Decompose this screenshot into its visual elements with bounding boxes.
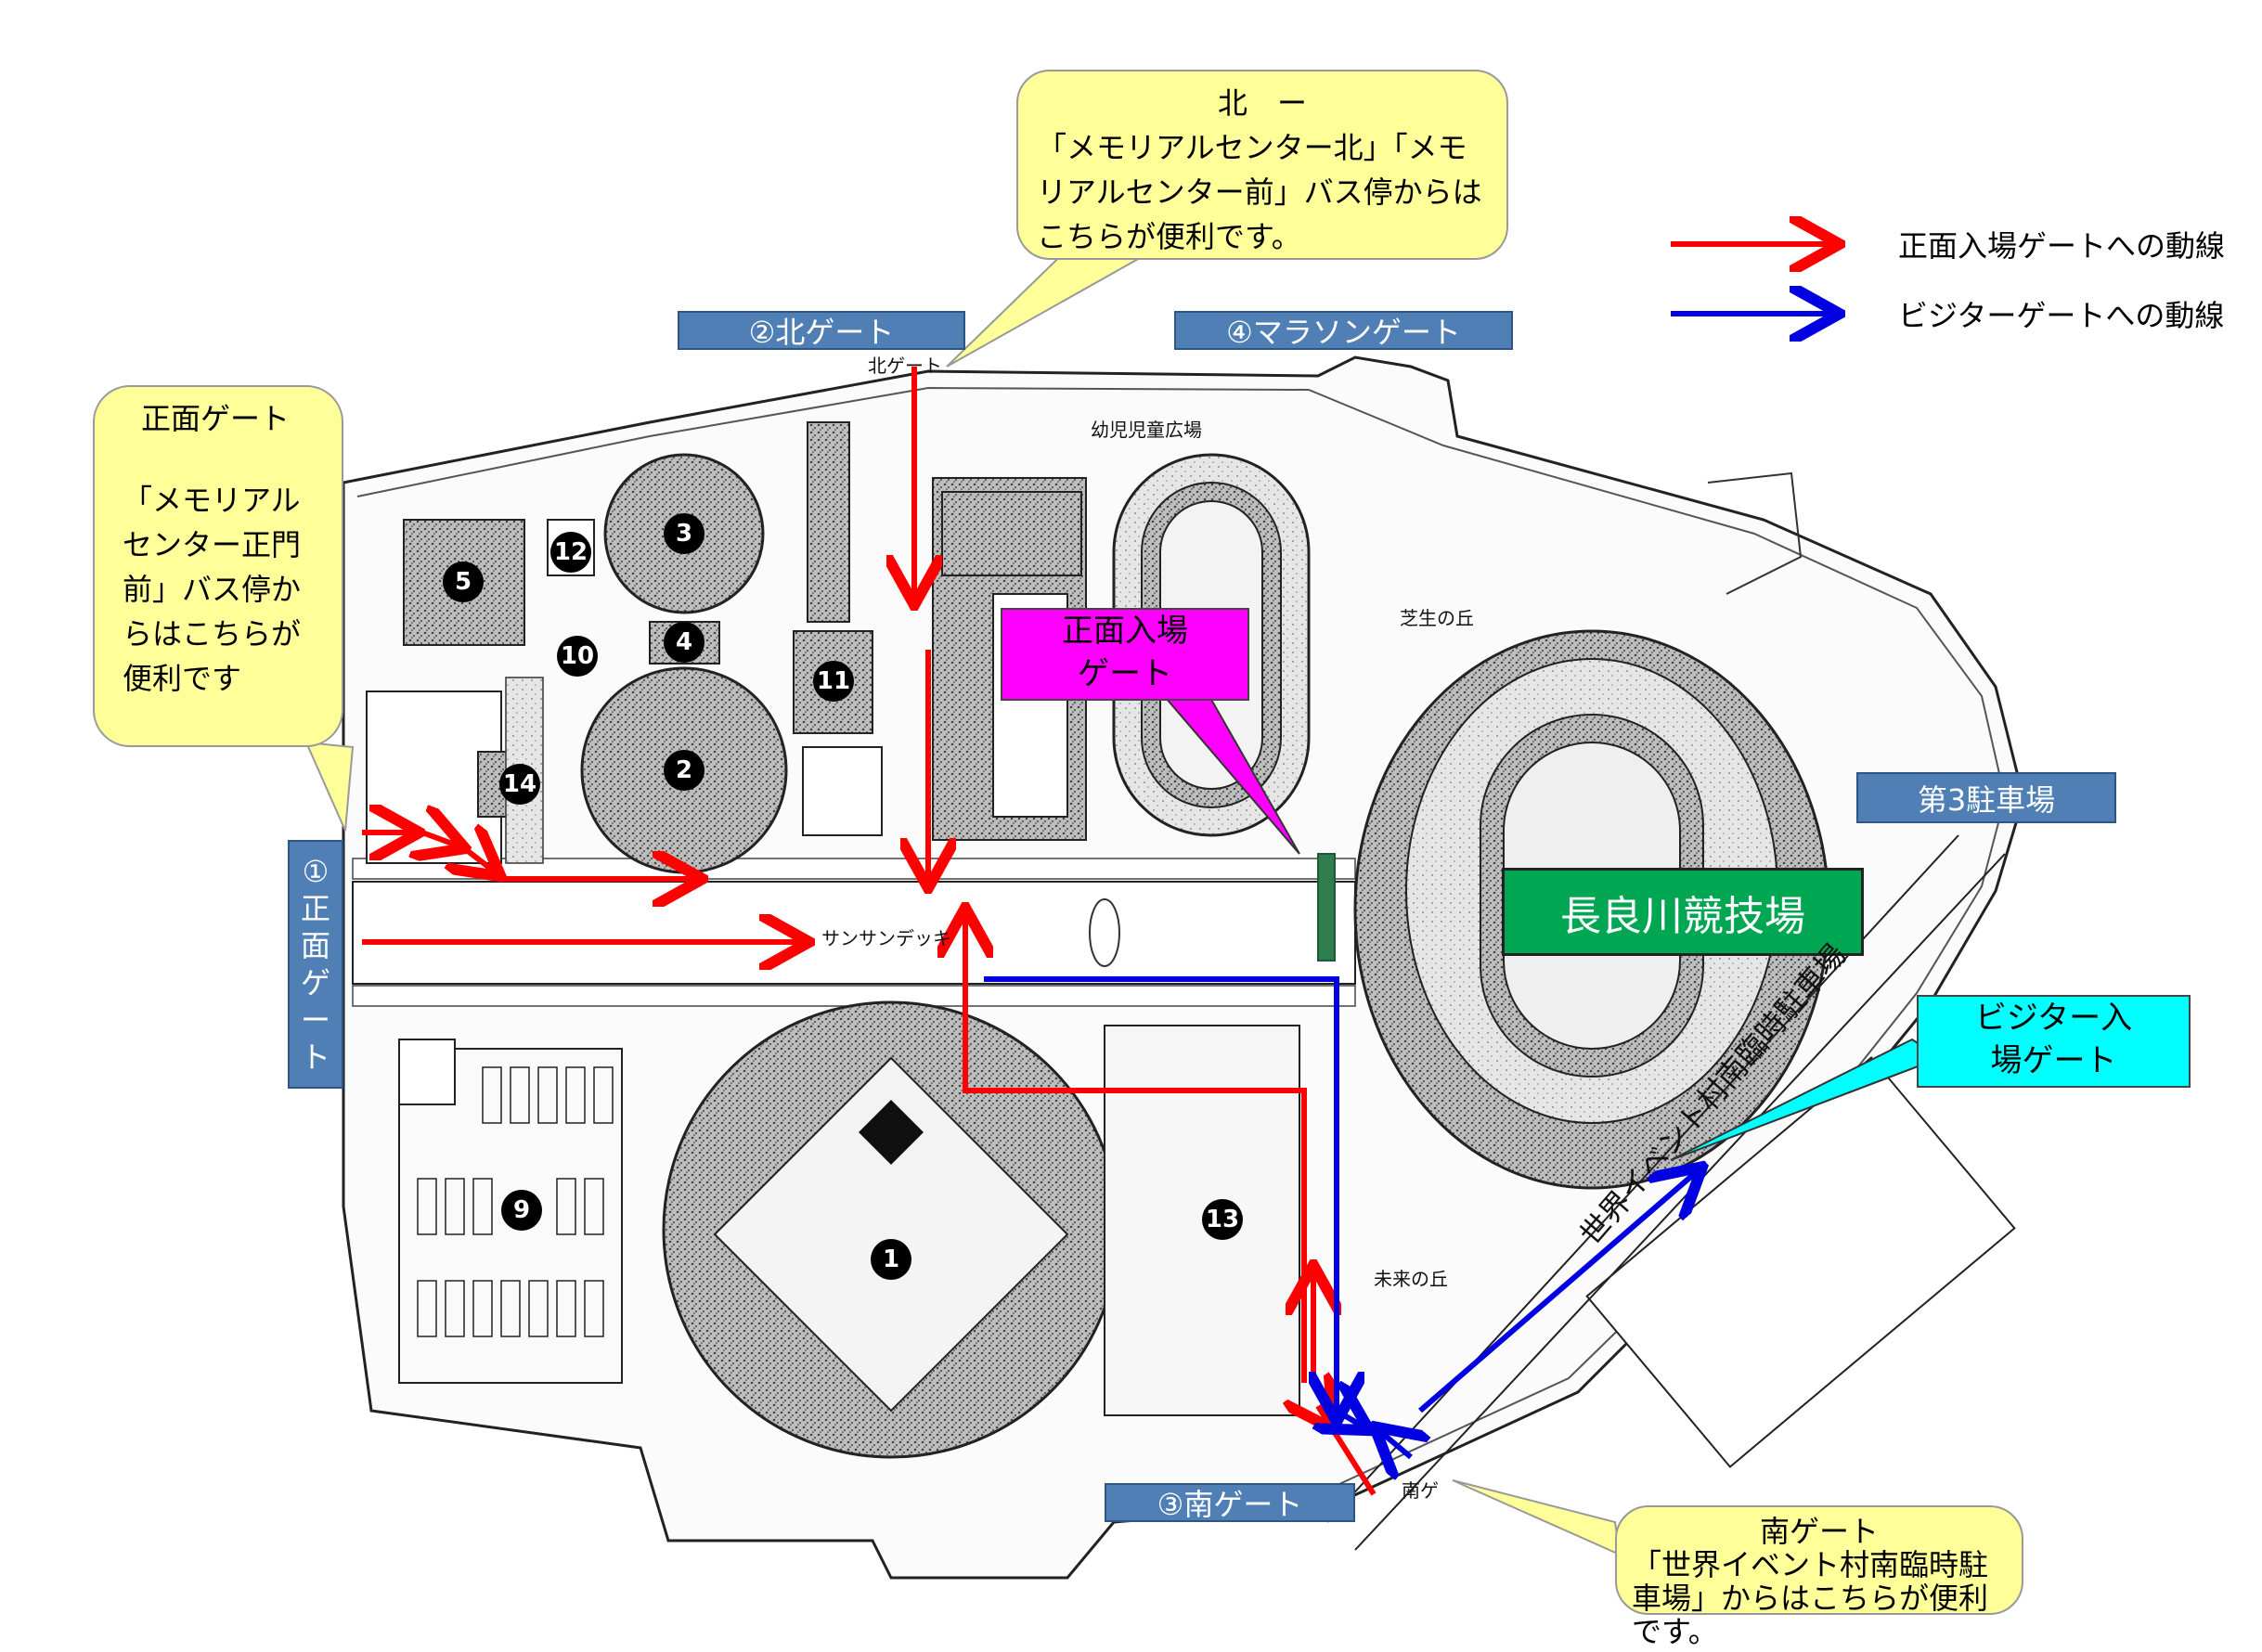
front-gate-label[interactable]: ① 正 面 ゲ ー ト xyxy=(288,840,343,1089)
south-callout-text: 「世界イベント村南臨時駐車場」からはこちらが便利です。 xyxy=(1632,1547,1989,1649)
legend-red-label: 正面入場ゲートへの動線 xyxy=(1898,228,2226,264)
legend-blue: ビジターゲートへの動線 xyxy=(1870,292,2224,335)
badge-9: 9 xyxy=(501,1190,542,1231)
marathon-gate-label[interactable]: ④マラソンゲート xyxy=(1174,311,1513,350)
mirai-label: 未来の丘 xyxy=(1374,1268,1448,1290)
blue-route xyxy=(984,976,1694,1457)
front-callout-pointer xyxy=(304,741,355,832)
north-gate-label[interactable]: ②北ゲート xyxy=(678,311,965,350)
south-gate-small-label: 南ゲ xyxy=(1402,1479,1439,1502)
north-gate-callout: 北 ー 「メモリアルセンター北」「メモリアルセンター前」バス停からはこちらが便利… xyxy=(1016,70,1508,260)
legend-blue-label: ビジターゲートへの動線 xyxy=(1898,298,2225,333)
badge-1: 1 xyxy=(871,1239,911,1280)
north-gate-small-label: 北ゲート xyxy=(868,355,942,377)
south-callout-title: 南ゲート xyxy=(1759,1514,1879,1549)
main-entry-gate-label: 正面入場 ゲート xyxy=(1001,608,1249,701)
badge-12: 12 xyxy=(550,532,591,573)
red-route xyxy=(362,367,1377,1496)
visitor-gate-label: ビジター入 場ゲート xyxy=(1917,995,2191,1088)
badge-13: 13 xyxy=(1202,1199,1243,1240)
south-gate-label[interactable]: ③南ゲート xyxy=(1105,1483,1355,1522)
badge-11: 11 xyxy=(813,661,854,702)
parking3-label[interactable]: 第3駐車場 xyxy=(1856,772,2116,823)
badge-4: 4 xyxy=(664,622,704,663)
building-11 xyxy=(793,630,873,734)
shibafu-label: 芝生の丘 xyxy=(1400,607,1474,629)
badge-10: 10 xyxy=(557,636,598,677)
front-callout-text: 「メモリアルセンター正門前」バス停からはこちらが便利です xyxy=(123,483,302,696)
stadium-name-label: 長良川競技場 xyxy=(1502,868,1864,956)
sunsun-label: サンサンデッキ xyxy=(821,927,951,949)
front-gate-callout: 正面ゲート 「メモリアルセンター正門前」バス停からはこちらが便利です xyxy=(93,385,343,747)
south-gate-callout: 南ゲート 「世界イベント村南臨時駐車場」からはこちらが便利です。 xyxy=(1615,1505,2023,1648)
north-callout-title: 北 ー xyxy=(1217,85,1307,121)
front-callout-title: 正面ゲート xyxy=(141,401,291,436)
badge-14: 14 xyxy=(499,764,540,805)
north-callout-text: 「メモリアルセンター北」「メモリアルセンター前」バス停からはこちらが便利です。 xyxy=(1037,130,1482,254)
legend-red: 正面入場ゲートへの動線 xyxy=(1870,223,2225,265)
sunsun-deck xyxy=(352,881,1356,985)
badge-5: 5 xyxy=(443,561,484,602)
south-callout-pointer xyxy=(1452,1479,1622,1556)
kids-plaza-label: 幼児児童広場 xyxy=(1091,419,1202,441)
temp-parking-lot xyxy=(1585,1056,2016,1468)
badge-3: 3 xyxy=(664,513,704,554)
badge-2: 2 xyxy=(664,750,704,791)
